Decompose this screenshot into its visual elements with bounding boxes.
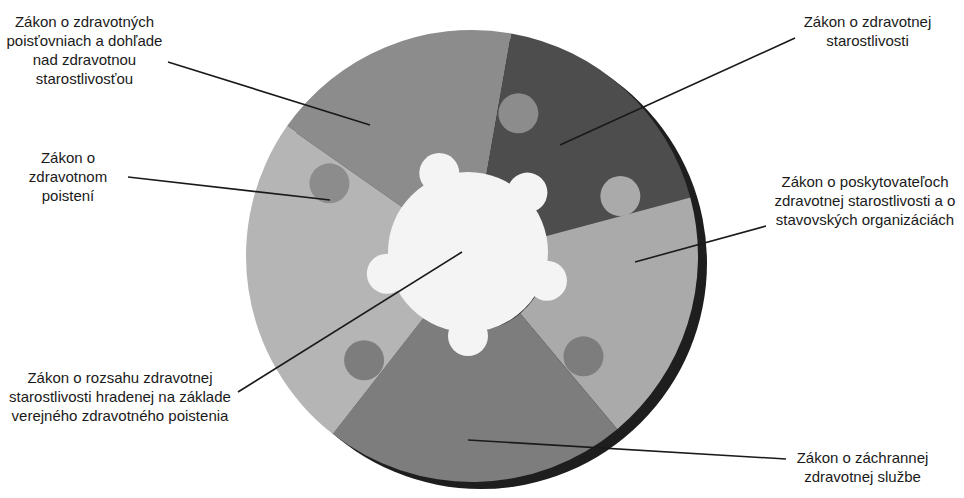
law-label: Zákon o poskytovateľoch zdravotnej staro… — [770, 172, 960, 229]
puzzle-knob — [563, 336, 603, 376]
centre-bump — [507, 173, 547, 213]
law-label: Zákon o zdravotnom poistení — [8, 148, 128, 205]
law-label: Zákon o zdravotných poisťovniach a dohľa… — [2, 12, 167, 88]
centre-bump — [419, 153, 459, 193]
leader-line — [635, 226, 766, 262]
centre-bump — [527, 261, 567, 301]
leader-line — [238, 252, 462, 392]
centre-piece — [388, 172, 548, 332]
puzzle-knob — [600, 176, 640, 216]
puzzle-knob — [309, 163, 349, 203]
puzzle-piece — [246, 126, 426, 434]
puzzle-knob — [344, 340, 384, 380]
centre-bump — [448, 316, 488, 356]
leader-line — [128, 177, 330, 200]
centre-bump — [367, 254, 407, 294]
leader-line — [560, 38, 795, 145]
law-label: Zákon o záchrannej zdravotnej službe — [765, 448, 960, 486]
puzzle-knob — [498, 93, 538, 133]
leader-line — [168, 62, 370, 125]
leader-line — [468, 440, 786, 459]
law-label: Zákon o rozsahu zdravotnej starostlivost… — [5, 368, 235, 425]
law-label: Zákon o zdravotnej starostlivosti — [775, 12, 960, 50]
puzzle-circle — [246, 30, 707, 489]
